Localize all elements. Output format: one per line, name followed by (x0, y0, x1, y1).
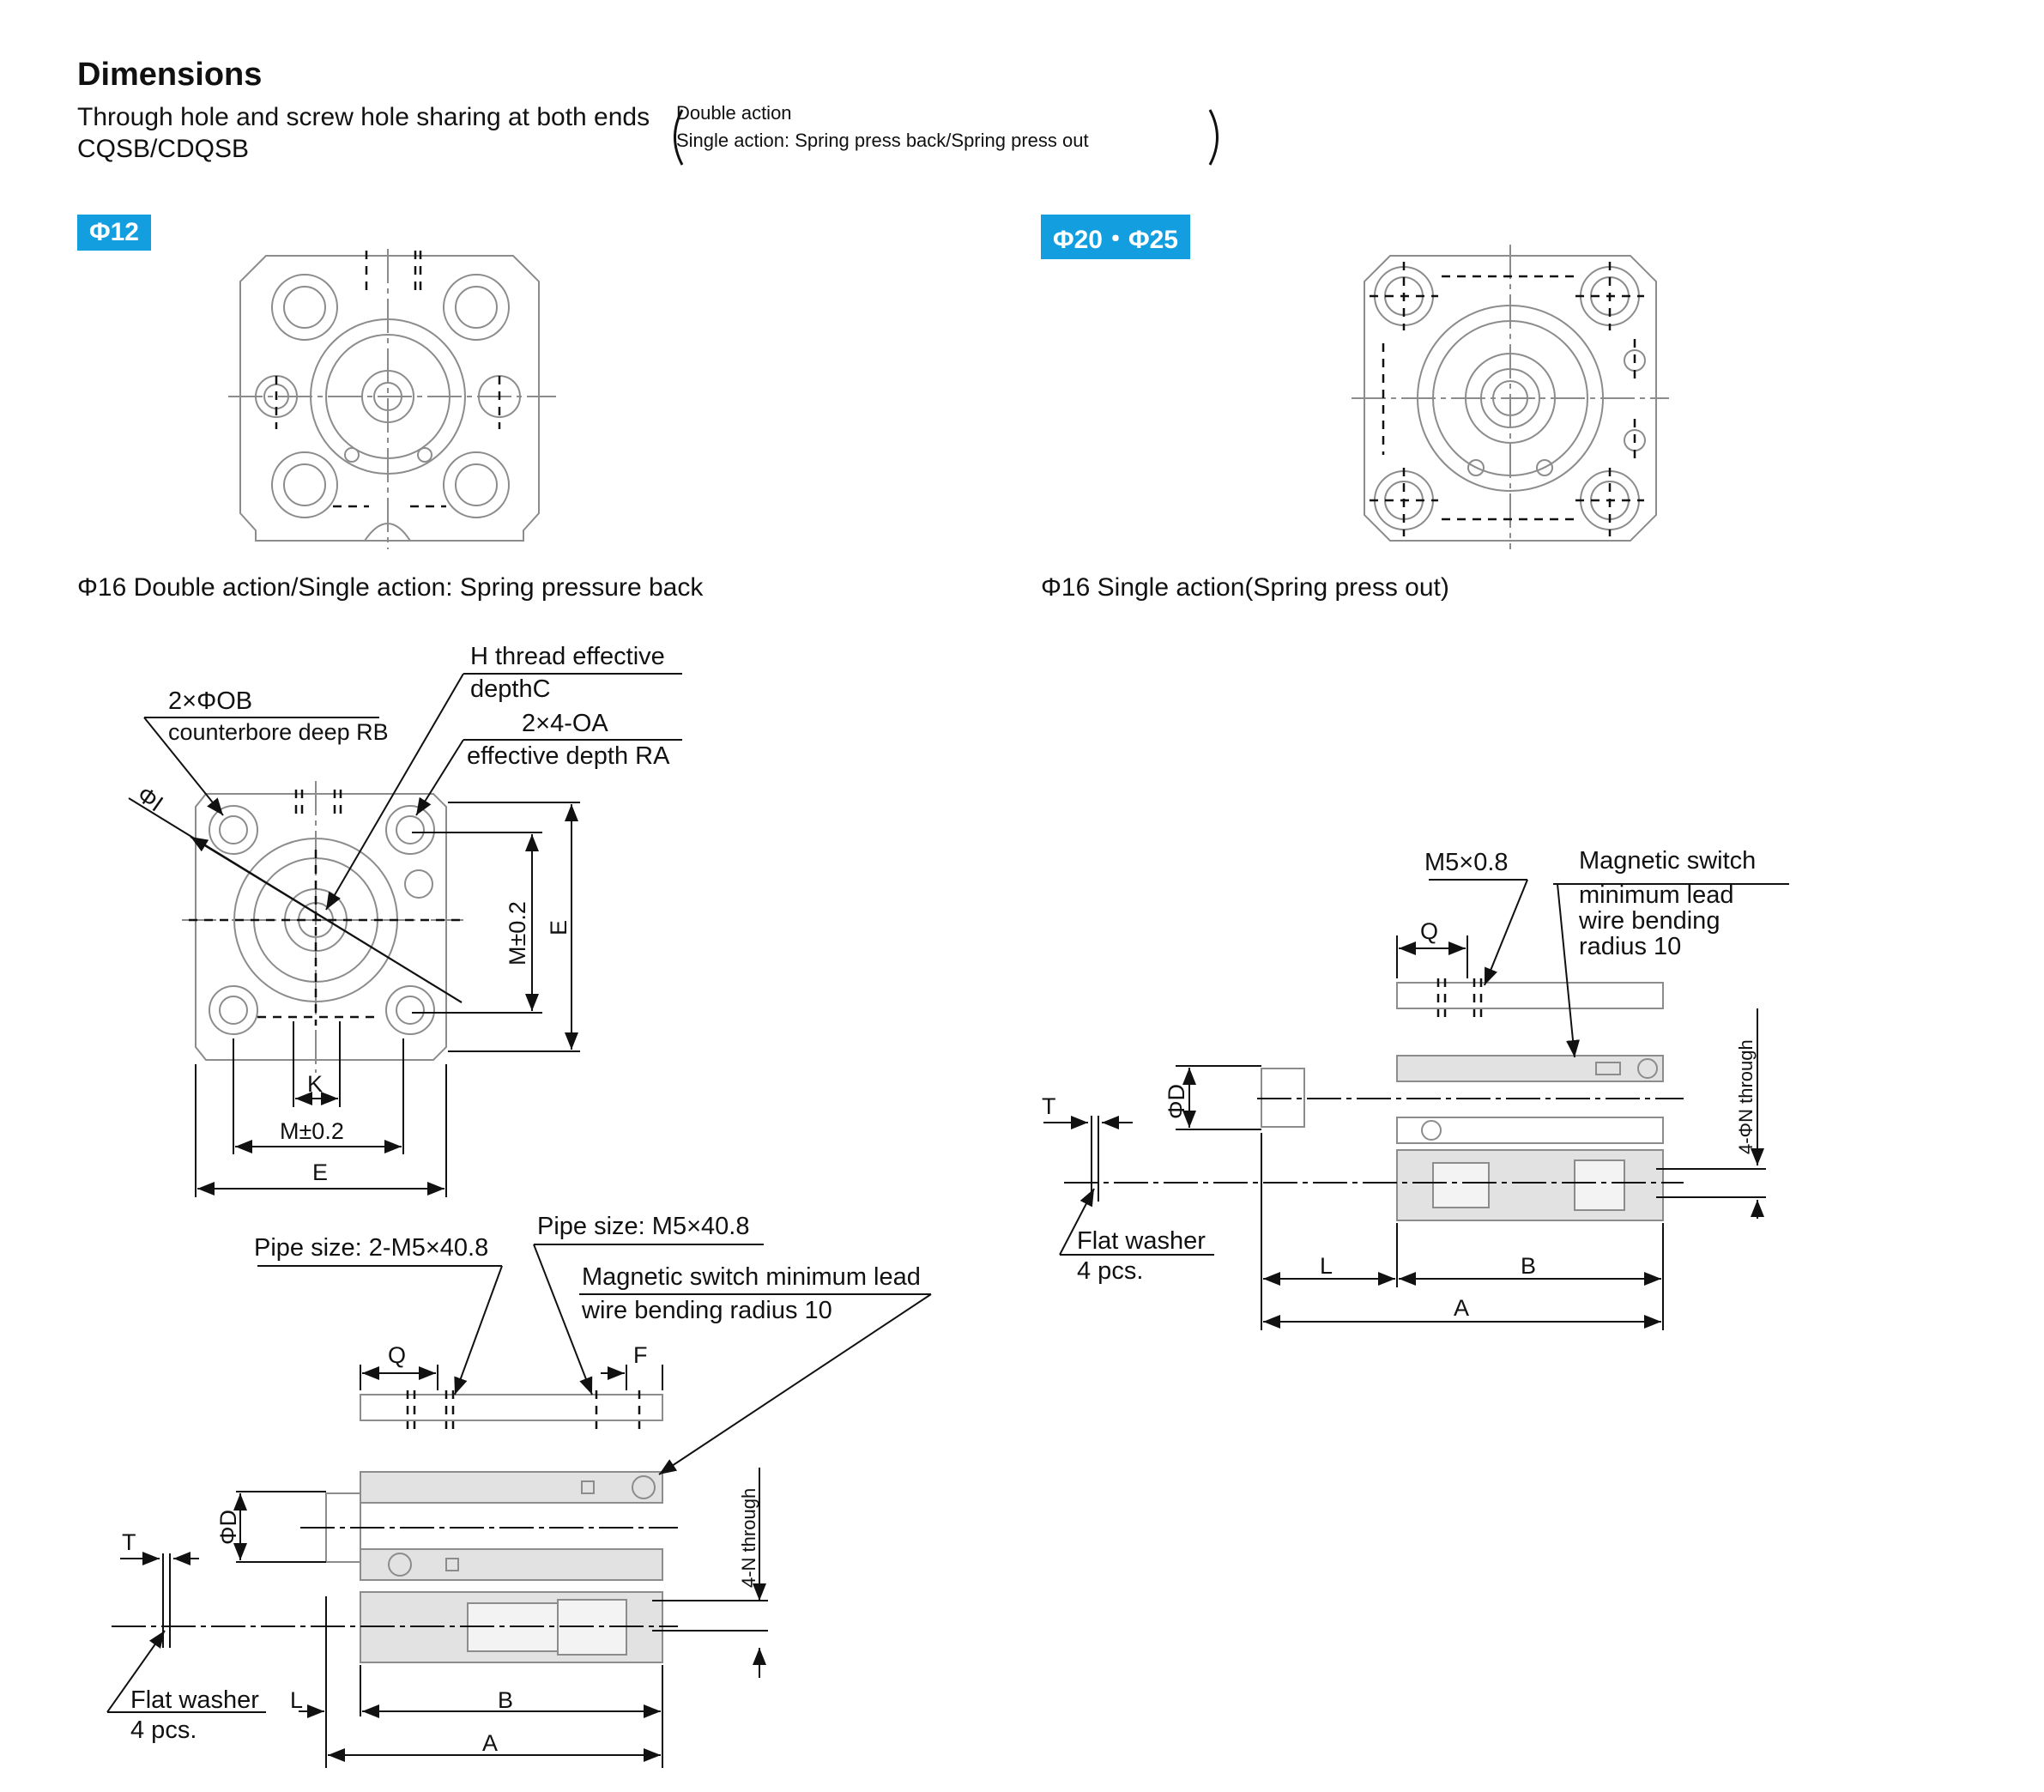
end-view-phi12 (228, 249, 556, 549)
label-l-right: L (1320, 1253, 1333, 1279)
label-ob-counterbore: counterbore deep RB (168, 719, 389, 745)
front-view-phi16-hidden (189, 790, 463, 1026)
label-a-left: A (482, 1730, 498, 1756)
label-oa-depth: effective depth RA (467, 742, 670, 770)
action-type-single: Single action: Spring press back/Spring … (676, 130, 1089, 151)
label-washer-qty-right: 4 pcs. (1077, 1257, 1143, 1285)
caption-phi16-single: Φ16 Single action(Spring press out) (1041, 573, 1449, 602)
side-view-left-hidden (406, 1390, 641, 1429)
label-a-right: A (1454, 1295, 1469, 1321)
side-view-right-body (1261, 982, 1664, 1221)
label-h-thread: H thread effective (470, 643, 665, 670)
label-l-left: L (290, 1687, 303, 1713)
label-switch-left-2: wire bending radius 10 (581, 1297, 832, 1324)
label-pipe-right: Pipe size: M5×40.8 (537, 1213, 749, 1240)
page-title: Dimensions (77, 57, 263, 93)
action-types: Double action Single action: Spring pres… (676, 100, 1089, 154)
front-view-leaders (128, 673, 682, 1197)
side-view-right-centerlines (1064, 1098, 1684, 1184)
label-e-horizontal: E (312, 1159, 328, 1185)
label-phi-i: ΦI (133, 781, 168, 816)
end-view-phi12-hidden (275, 251, 501, 508)
label-m-horizontal: M±0.2 (280, 1118, 344, 1144)
label-switch-right-2: minimum lead (1579, 881, 1734, 909)
label-n-through-left: 4-N through (738, 1488, 759, 1588)
front-view-phi16 (182, 781, 463, 1073)
label-washer-left: Flat washer (130, 1686, 259, 1714)
label-n-through-right: 4-ΦN through (1735, 1039, 1757, 1154)
end-view-phi20-25-hidden (1370, 262, 1644, 536)
label-switch-left-1: Magnetic switch minimum lead (582, 1263, 921, 1291)
label-washer-right: Flat washer (1077, 1227, 1206, 1255)
end-view-phi20-25 (1352, 245, 1669, 549)
label-f-left: F (633, 1342, 648, 1368)
side-view-left-centerlines (112, 1527, 678, 1627)
label-q-right: Q (1420, 918, 1438, 944)
label-m5-right: M5×0.8 (1424, 849, 1509, 876)
label-t-left: T (122, 1529, 136, 1555)
label-e-vertical: E (546, 920, 571, 935)
label-k: K (307, 1071, 323, 1097)
label-switch-right-1: Magnetic switch (1579, 847, 1756, 875)
size-badge-phi12: Φ12 (77, 215, 151, 251)
label-b-right: B (1521, 1253, 1536, 1279)
label-b-left: B (498, 1687, 513, 1713)
label-switch-right-4: radius 10 (1579, 933, 1681, 960)
label-h-thread-depth: depthC (470, 675, 551, 703)
label-washer-qty-left: 4 pcs. (130, 1716, 197, 1744)
label-switch-right-3: wire bending (1578, 907, 1720, 935)
label-m-vertical: M±0.2 (505, 901, 530, 966)
label-q-left: Q (388, 1342, 406, 1368)
label-oa: 2×4-OA (522, 710, 608, 737)
subtitle-line-2: CQSB/CDQSB (77, 135, 250, 163)
side-view-right-dims (1043, 879, 1789, 1330)
caption-phi16-double: Φ16 Double action/Single action: Spring … (77, 573, 704, 602)
side-view-left-dims (106, 1244, 932, 1768)
label-phi-d-right: ΦD (1164, 1084, 1189, 1119)
label-pipe-left: Pipe size: 2-M5×40.8 (254, 1234, 488, 1262)
side-view-right-hidden (1436, 978, 1483, 1017)
subtitle-line-1: Through hole and screw hole sharing at b… (77, 103, 650, 131)
action-type-double: Double action (676, 102, 792, 124)
paren-left (674, 109, 684, 166)
size-badge-phi20-25: Φ20・Φ25 (1041, 215, 1190, 259)
label-t-right: T (1042, 1093, 1056, 1119)
label-phi-d-left: ΦD (215, 1510, 241, 1545)
paren-right (1208, 109, 1219, 166)
label-ob: 2×ΦOB (168, 687, 252, 715)
